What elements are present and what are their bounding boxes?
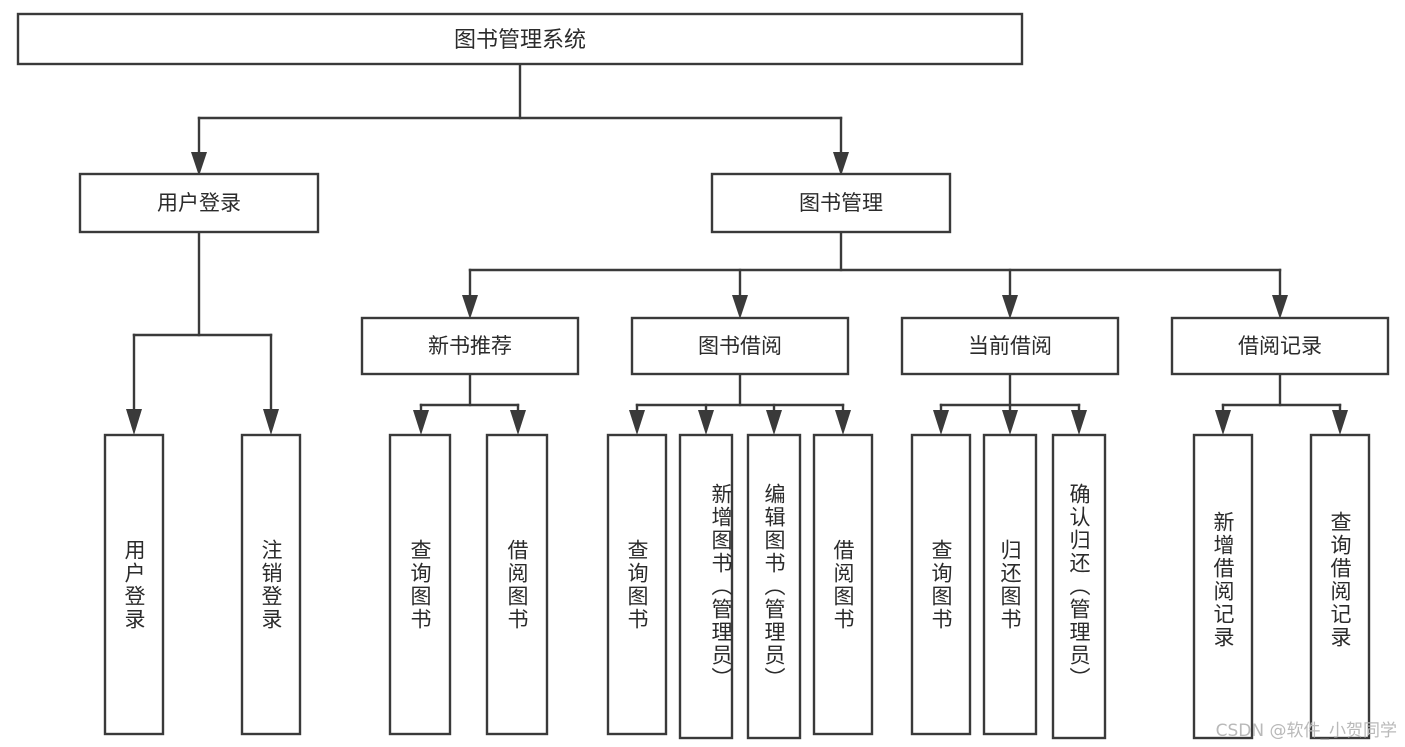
node-current-borrow-label: 当前借阅 bbox=[968, 334, 1052, 358]
node-book-manage-label: 图书管理 bbox=[799, 191, 883, 215]
leaf-box-borrow-record-2[interactable] bbox=[1309, 433, 1371, 740]
node-new-book-recommend[interactable]: 新书推荐 bbox=[360, 316, 580, 376]
node-new-book-recommend-label: 新书推荐 bbox=[428, 334, 512, 358]
arrow-head-user-login bbox=[191, 152, 207, 176]
leaf-box-user-login-1[interactable] bbox=[103, 433, 165, 736]
leaf-box-current-borrow-2[interactable] bbox=[982, 433, 1038, 736]
leaf-box-current-borrow-3[interactable] bbox=[1051, 433, 1107, 740]
leaf-box-user-login-2[interactable] bbox=[240, 433, 302, 736]
node-borrow-record[interactable]: 借阅记录 bbox=[1170, 316, 1390, 376]
node-current-borrow-box[interactable] bbox=[900, 316, 1120, 376]
arrow-head-leaf-book-borrow-3 bbox=[766, 410, 782, 435]
arrow-head-leaf-new-book-2 bbox=[510, 410, 526, 435]
node-book-borrow-label: 图书借阅 bbox=[698, 334, 782, 358]
leaf-box-current-borrow-1[interactable] bbox=[910, 433, 972, 736]
arrow-head-current-borrow bbox=[1002, 295, 1018, 319]
leaf-box-book-borrow-4[interactable] bbox=[812, 433, 874, 736]
arrow-head-leaf-new-book-1 bbox=[413, 410, 429, 435]
leaf-box-borrow-record-1[interactable] bbox=[1192, 433, 1254, 740]
arrow-head-leaf-book-borrow-4 bbox=[835, 410, 851, 435]
leaf-box-new-book-1[interactable] bbox=[388, 433, 452, 736]
leaf-box-book-borrow-3[interactable] bbox=[746, 433, 802, 740]
arrow-head-leaf-borrow-record-2 bbox=[1332, 410, 1348, 435]
arrow-head-leaf-current-borrow-3 bbox=[1071, 410, 1087, 435]
node-new-book-recommend-box[interactable] bbox=[360, 316, 580, 376]
node-root-label: 图书管理系统 bbox=[454, 28, 586, 53]
arrow-head-leaf-current-borrow-1 bbox=[933, 410, 949, 435]
leaf-box-new-book-2[interactable] bbox=[485, 433, 549, 736]
node-user-login-box[interactable] bbox=[78, 172, 320, 234]
connectors-group bbox=[126, 62, 1348, 435]
node-book-borrow-box[interactable] bbox=[630, 316, 850, 376]
arrow-head-leaf-user-login-1 bbox=[126, 409, 142, 435]
node-root-box[interactable] bbox=[16, 12, 1024, 66]
node-borrow-record-label: 借阅记录 bbox=[1238, 334, 1322, 358]
node-book-manage-box[interactable] bbox=[710, 172, 952, 234]
arrow-head-leaf-user-login-2 bbox=[263, 409, 279, 435]
leaf-boxes-group bbox=[103, 433, 1371, 740]
node-user-login-label: 用户登录 bbox=[157, 191, 241, 215]
leaf-box-book-borrow-2[interactable] bbox=[678, 433, 734, 740]
node-current-borrow[interactable]: 当前借阅 bbox=[900, 316, 1120, 376]
arrow-head-book-manage bbox=[833, 152, 849, 176]
arrow-head-new-book bbox=[462, 295, 478, 319]
leaf-box-book-borrow-1[interactable] bbox=[606, 433, 668, 736]
arrow-head-leaf-book-borrow-2 bbox=[698, 410, 714, 435]
node-user-login[interactable]: 用户登录 bbox=[78, 172, 320, 234]
arrow-head-leaf-borrow-record-1 bbox=[1215, 410, 1231, 435]
node-borrow-record-box[interactable] bbox=[1170, 316, 1390, 376]
arrow-head-leaf-current-borrow-2 bbox=[1002, 410, 1018, 435]
node-root[interactable]: 图书管理系统 bbox=[16, 12, 1024, 66]
node-book-borrow[interactable]: 图书借阅 bbox=[630, 316, 850, 376]
node-book-manage[interactable]: 图书管理 bbox=[710, 172, 952, 234]
arrow-head-book-borrow bbox=[732, 295, 748, 319]
arrow-head-borrow-record bbox=[1272, 295, 1288, 319]
arrow-head-leaf-book-borrow-1 bbox=[629, 410, 645, 435]
